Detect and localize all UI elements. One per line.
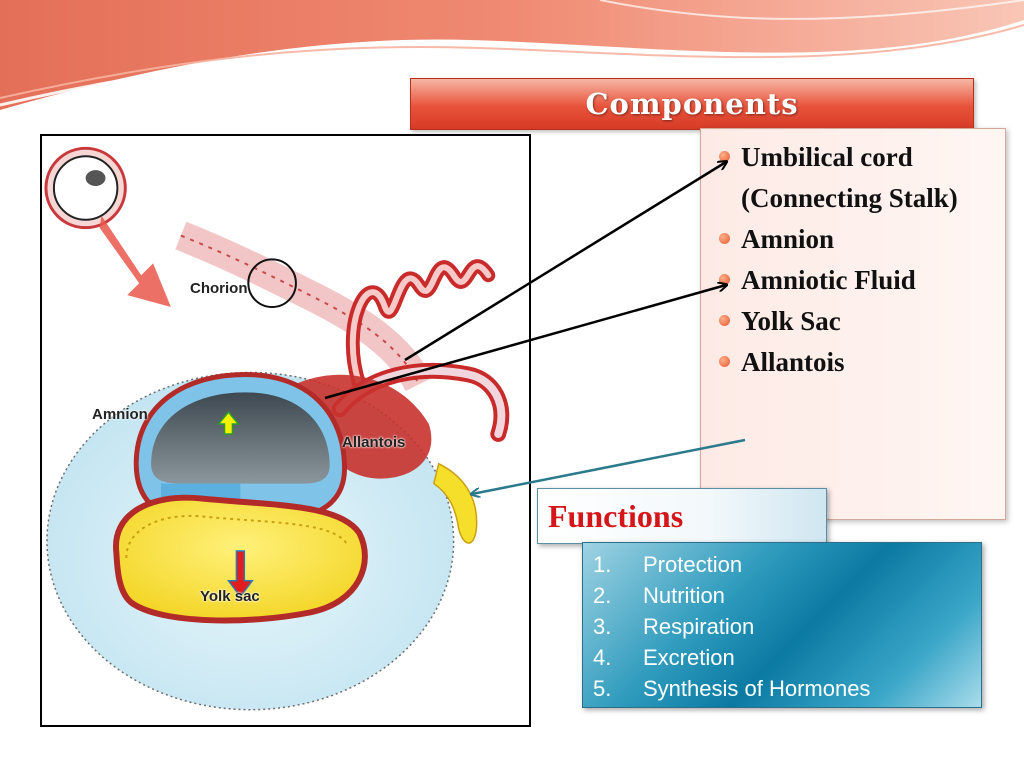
amnion-layer — [133, 371, 347, 521]
function-item: 4.Excretion — [593, 645, 735, 670]
label-yolk-sac: Yolk sac — [200, 588, 260, 605]
function-item: 3.Respiration — [593, 614, 755, 639]
functions-heading-box: Functions — [537, 488, 827, 544]
decorative-header-waves — [0, 0, 1024, 110]
component-item-yolk-sac: Yolk Sac — [711, 301, 997, 342]
title-banner: Components — [410, 78, 974, 130]
bullet-icon — [719, 356, 730, 367]
up-arrow-icon — [216, 410, 240, 435]
slide-title: Components — [585, 87, 799, 121]
bullet-icon — [719, 233, 730, 244]
function-item: 1.Protection — [593, 552, 743, 577]
inset-embryo — [44, 146, 127, 230]
component-item-allantois: Allantois — [711, 342, 997, 383]
components-panel: Umbilical cord (Connecting Stalk) Amnion… — [700, 128, 1006, 520]
arrow-to-allantois — [472, 438, 746, 494]
functions-heading: Functions — [548, 497, 684, 534]
label-chorion: Chorion — [190, 280, 248, 297]
bullet-icon — [719, 274, 730, 285]
arrow-to-amnion — [324, 285, 726, 400]
allantois-duct — [432, 462, 478, 544]
label-allantois: Allantois — [342, 434, 406, 451]
components-list: Umbilical cord (Connecting Stalk) Amnion… — [701, 129, 1005, 383]
down-arrow-icon — [226, 550, 254, 598]
function-item: 2.Nutrition — [593, 583, 725, 608]
functions-panel: 1.Protection 2.Nutrition 3.Respiration 4… — [582, 542, 982, 708]
component-item-amniotic-fluid: Amniotic Fluid — [711, 260, 997, 301]
embryo-diagram: Chorion Amnion Allantois Yolk sac — [40, 134, 531, 727]
chorion-strand — [175, 221, 433, 392]
bullet-icon — [719, 151, 730, 162]
red-pointer-arrow — [99, 215, 171, 308]
arrow-to-umbilical-cord — [404, 162, 726, 362]
embryo-illustration — [44, 146, 510, 711]
component-item-umbilical-cord: Umbilical cord (Connecting Stalk) — [711, 137, 997, 219]
component-item-amnion: Amnion — [711, 219, 997, 260]
functions-list: 1.Protection 2.Nutrition 3.Respiration 4… — [583, 543, 981, 704]
bullet-icon — [719, 315, 730, 326]
label-amnion: Amnion — [92, 406, 148, 423]
function-item: 5.Synthesis of Hormones — [593, 676, 871, 701]
